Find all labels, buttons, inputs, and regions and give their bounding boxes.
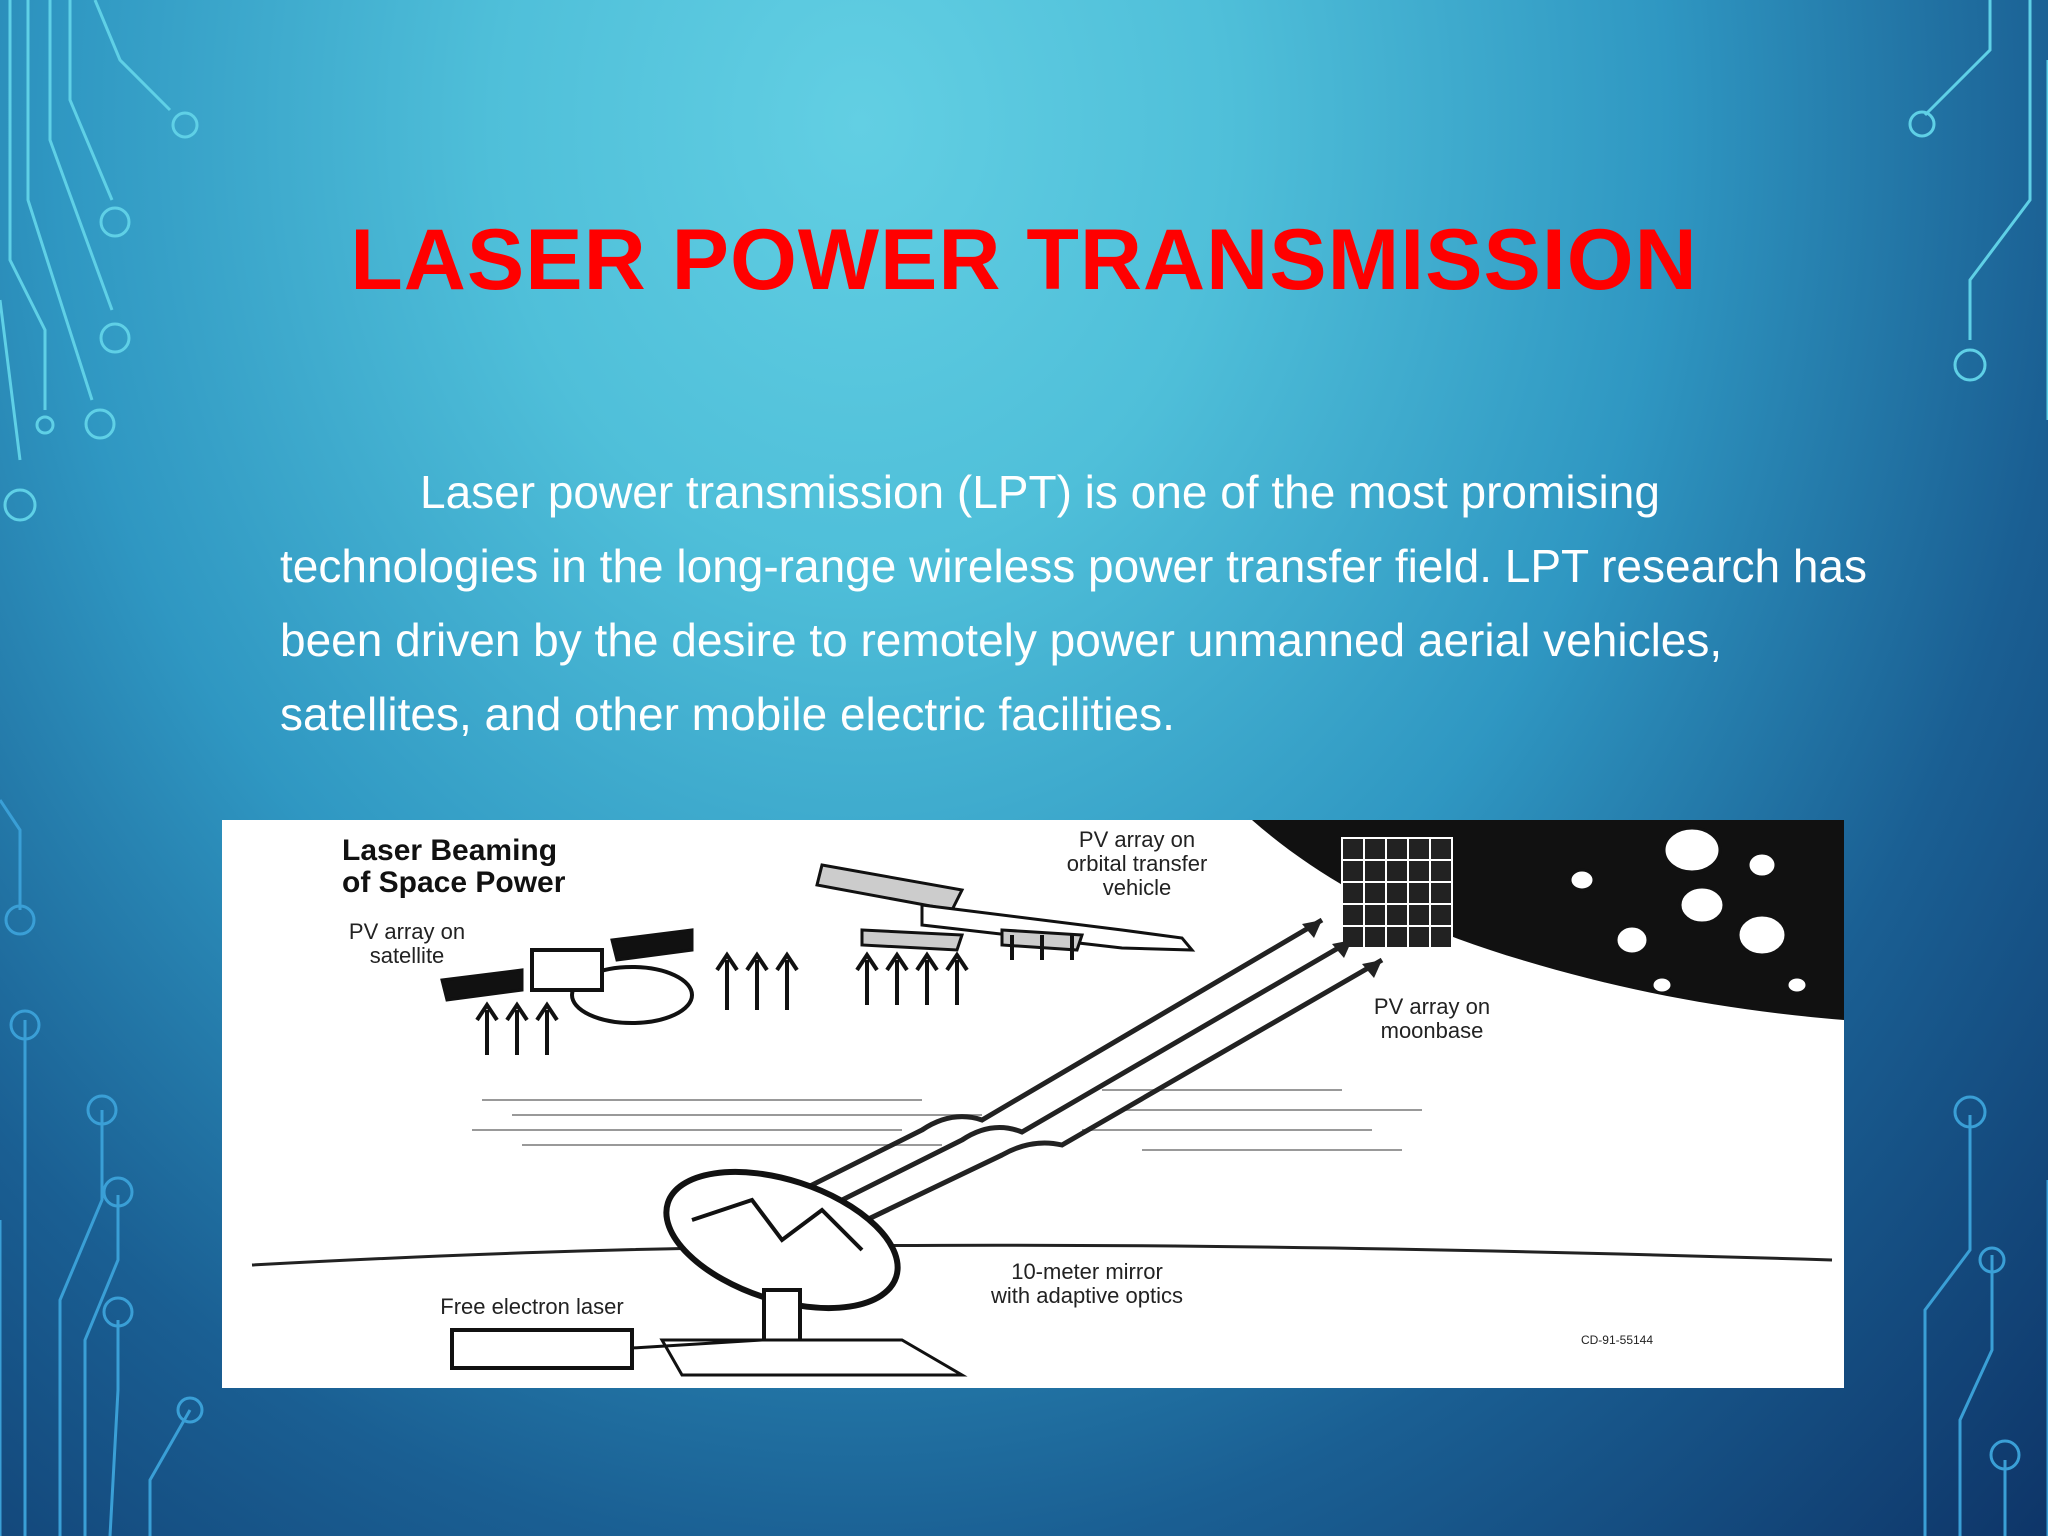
label-pv-moonbase: PV array on moonbase [1332, 995, 1532, 1043]
label-pv-orbital-line1: PV array on [1078, 827, 1196, 852]
slide-paragraph: Laser power transmission (LPT) is one of… [280, 466, 1867, 740]
label-pv-orbital-line3: vehicle [1102, 875, 1172, 900]
label-mirror-line1: 10-meter mirror [1011, 1259, 1163, 1284]
diagram-drawing [251, 820, 1844, 1377]
circuit-decoration-left-bottom [0, 799, 204, 1536]
diagram-title: Laser Beaming of Space Power [342, 835, 565, 899]
circuit-decoration-right-top [1908, 0, 2048, 420]
circuit-decoration-right-bottom [1923, 1095, 2048, 1536]
label-pv-moonbase-line1: PV array on [1373, 994, 1491, 1019]
label-pv-orbital: PV array on orbital transfer vehicle [1017, 828, 1257, 900]
label-pv-moonbase-line2: moonbase [1380, 1018, 1484, 1043]
laser-beaming-diagram: Laser Beaming of Space Power PV array on… [222, 820, 1844, 1388]
label-pv-satellite-line1: PV array on [348, 919, 466, 944]
label-free-electron-laser: Free electron laser [440, 1294, 624, 1319]
figure-code: CD-91-55144 [1580, 1333, 1654, 1347]
slide-title: LASER POWER TRANSMISSION [350, 212, 1698, 308]
label-pv-orbital-line2: orbital transfer [1066, 851, 1208, 876]
diagram-title-line1: Laser Beaming [342, 834, 558, 867]
label-mirror-line2: with adaptive optics [991, 1283, 1183, 1308]
diagram-title-line2: of Space Power [342, 866, 566, 899]
label-pv-satellite: PV array on satellite [322, 920, 492, 968]
label-pv-satellite-line2: satellite [369, 943, 445, 968]
circuit-decoration-left-top [0, 0, 199, 522]
label-mirror: 10-meter mirror with adaptive optics [937, 1260, 1237, 1308]
